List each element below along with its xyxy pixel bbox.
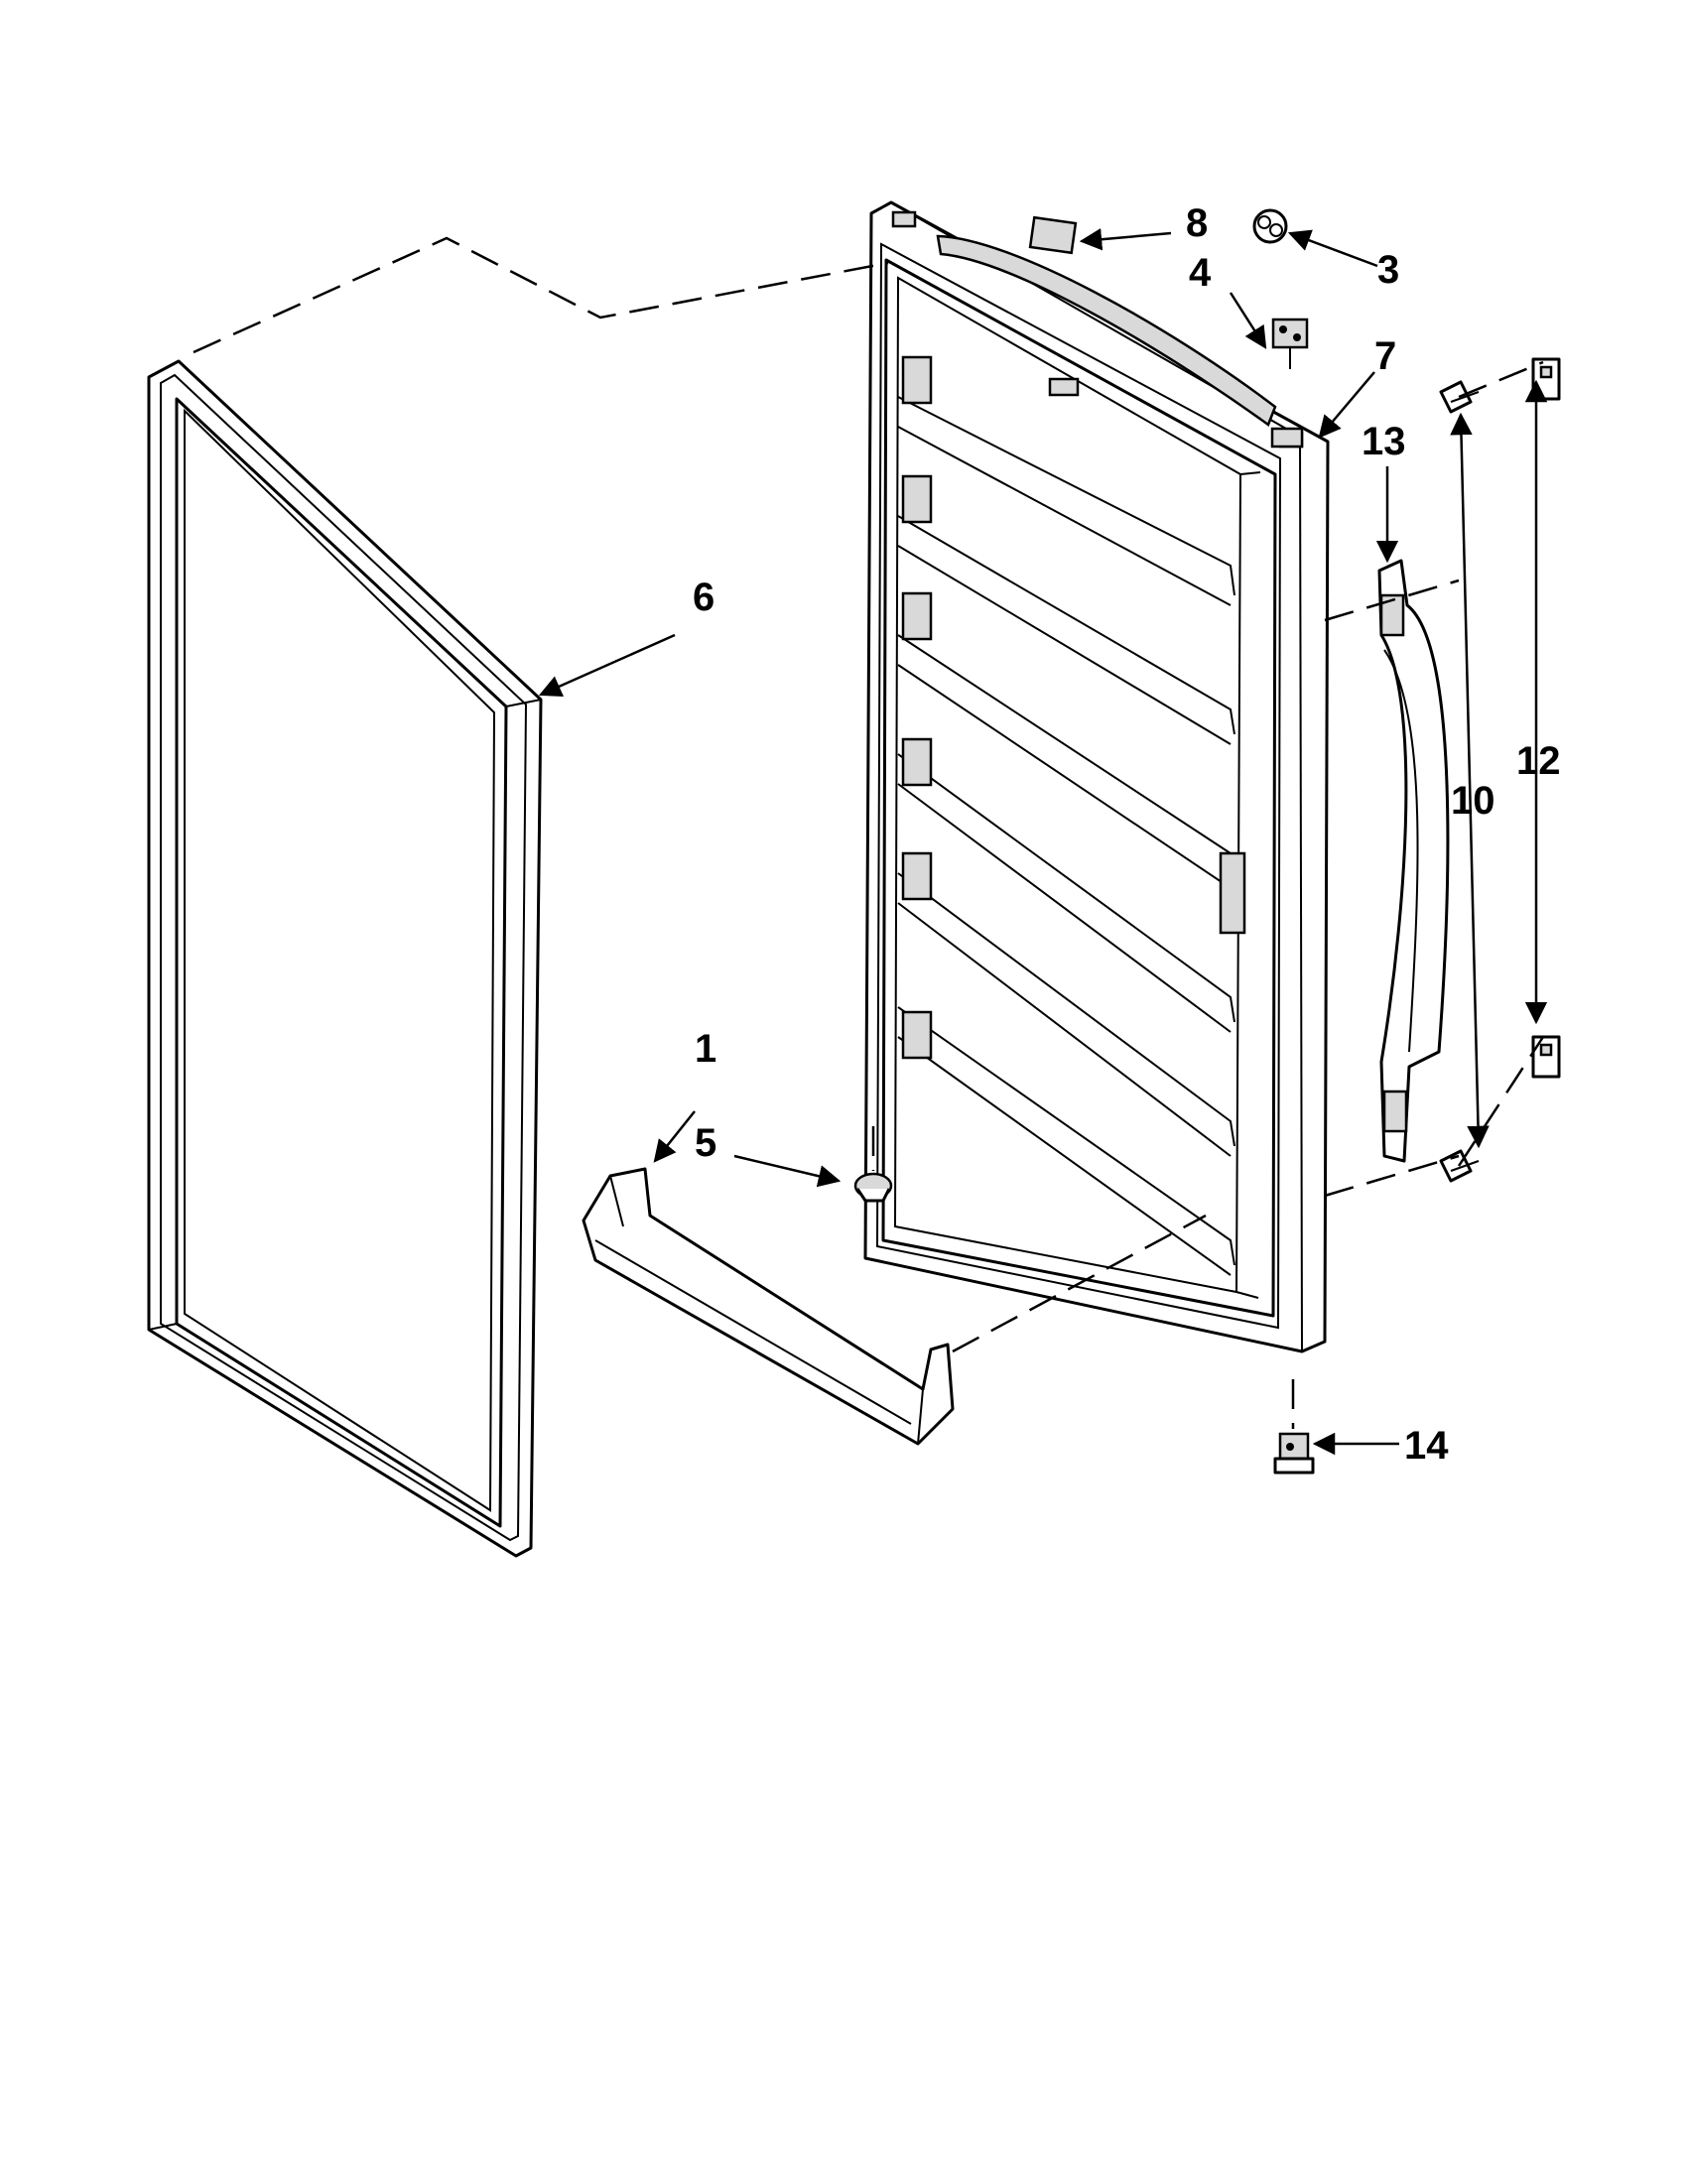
callout-13: 13	[1362, 420, 1406, 463]
leader-arrows	[538, 228, 1548, 1456]
callout-3: 3	[1377, 248, 1399, 292]
callout-1: 1	[695, 1027, 716, 1071]
door-gasket	[147, 359, 543, 1558]
callout-labels: 1 3 4 5 6 7 8 10 12 13 14	[693, 201, 1561, 1468]
bottom-hinge-bushing	[1273, 1432, 1315, 1475]
callout-5: 5	[695, 1121, 716, 1165]
callout-8: 8	[1186, 201, 1208, 245]
shelf-clips	[901, 355, 933, 1060]
door-bin	[582, 1167, 955, 1446]
callout-4: 4	[1189, 251, 1212, 295]
top-hinge-plate	[1270, 427, 1304, 449]
door-handle	[1377, 559, 1450, 1163]
door-stop	[853, 1172, 893, 1203]
door-label	[1028, 215, 1078, 255]
callout-14: 14	[1404, 1424, 1449, 1468]
callout-7: 7	[1374, 334, 1396, 378]
top-hinge-bushing	[1271, 318, 1309, 369]
callout-10: 10	[1451, 779, 1495, 823]
callout-6: 6	[693, 576, 714, 619]
hinge-hole-plug	[1252, 208, 1288, 244]
callout-12: 12	[1516, 739, 1561, 783]
door-assembly	[863, 200, 1330, 1353]
